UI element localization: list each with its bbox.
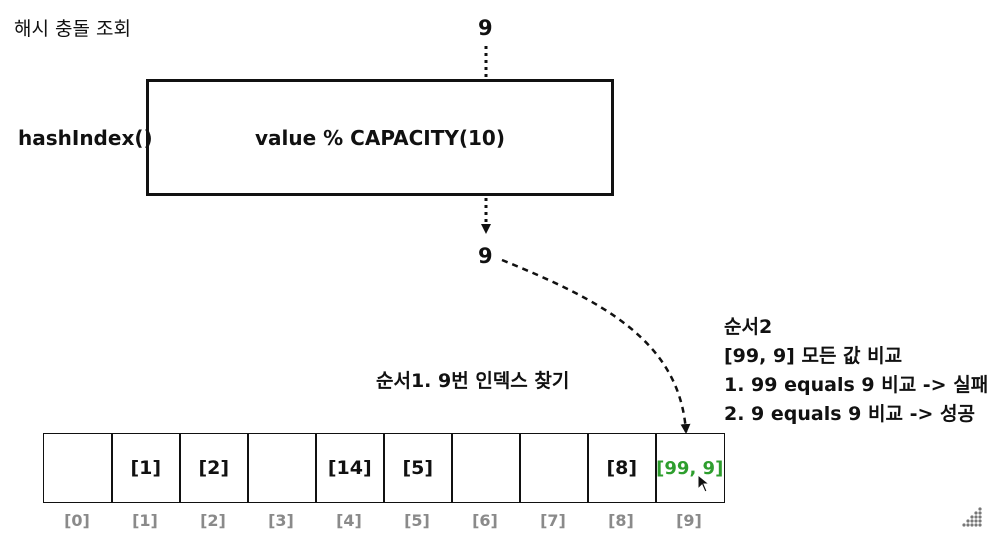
index-label: [7] — [540, 511, 566, 530]
index-label: [2] — [200, 511, 226, 530]
function-label: hashIndex() — [18, 126, 153, 150]
index-label: [5] — [404, 511, 430, 530]
array-cell-9-highlighted: [99, 9] — [655, 433, 725, 503]
input-value: 9 — [478, 16, 493, 40]
index-label: [3] — [268, 511, 294, 530]
index-labels: [0] [1] [2] [3] [4] [5] [6] [7] [8] [9] — [43, 511, 723, 530]
array-cell-5: [5] — [383, 433, 453, 503]
hash-expression: value % CAPACITY(10) — [255, 125, 505, 150]
diagram-title: 해시 충돌 조회 — [14, 18, 131, 40]
index-label: [0] — [64, 511, 90, 530]
step2-line: 2. 9 equals 9 비교 -> 성공 — [724, 403, 975, 425]
array-cell-7 — [519, 433, 589, 503]
mouse-cursor-icon — [697, 474, 711, 493]
index-label: [1] — [132, 511, 158, 530]
hash-array: [1] [2] [14] [5] [8] [99, 9] — [43, 433, 725, 503]
array-cell-1: [1] — [111, 433, 181, 503]
array-cell-3 — [247, 433, 317, 503]
computed-index: 9 — [478, 244, 493, 268]
hash-function-box: value % CAPACITY(10) — [146, 79, 614, 196]
array-cell-6 — [451, 433, 521, 503]
array-cell-4: [14] — [315, 433, 385, 503]
index-label: [6] — [472, 511, 498, 530]
step1-label: 순서1. 9번 인덱스 찾기 — [376, 370, 570, 392]
index-label: [4] — [336, 511, 362, 530]
index-label: [8] — [608, 511, 634, 530]
array-cell-0 — [43, 433, 113, 503]
step2-line: [99, 9] 모든 값 비교 — [724, 345, 903, 367]
step2-line: 순서2 — [724, 316, 773, 338]
array-cell-8: [8] — [587, 433, 657, 503]
array-cell-2: [2] — [179, 433, 249, 503]
index-to-bucket-arrow — [501, 258, 691, 434]
resize-grip-icon[interactable] — [958, 505, 984, 531]
index-label: [9] — [676, 511, 702, 530]
step2-line: 1. 99 equals 9 비교 -> 실패 — [724, 374, 989, 396]
step2-description: 순서2 [99, 9] 모든 값 비교 1. 99 equals 9 비교 ->… — [724, 313, 988, 429]
